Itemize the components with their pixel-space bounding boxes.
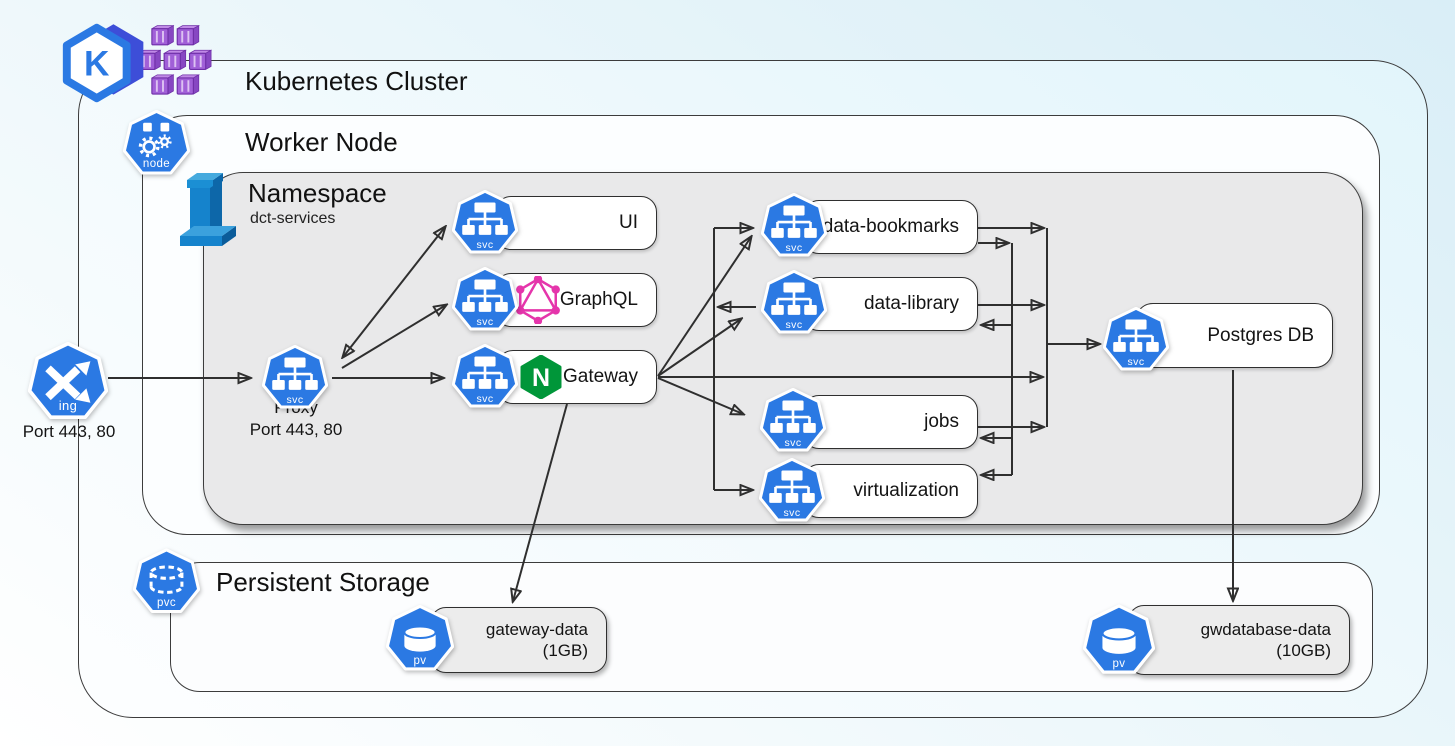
service-box-ui: UI <box>495 196 657 250</box>
service-label-data-bookmarks: data-bookmarks <box>822 216 959 237</box>
graphql-svc-icon: svc <box>452 267 518 333</box>
service-label-data-library: data-library <box>863 293 959 314</box>
svc-badge: svc <box>783 507 801 519</box>
service-box-virtualization: virtualization <box>803 464 978 518</box>
svc-badge: svc <box>1127 356 1145 368</box>
svc-badge: svc <box>476 316 494 328</box>
service-label-postgres: Postgres DB <box>1207 324 1314 346</box>
cluster-title: Kubernetes Cluster <box>245 66 468 96</box>
ingress-ports-label: Port 443, 80 <box>22 422 116 441</box>
gateway-svc-icon: svc <box>452 344 518 410</box>
ingress-badge: ing <box>58 398 78 413</box>
pvc-badge: pvc <box>156 597 177 609</box>
graphql-logo-icon <box>514 276 562 324</box>
pv-badge: pv <box>413 655 427 667</box>
volume-box-gwdatabase-data: gwdatabase-data (10GB) <box>1128 605 1350 675</box>
svc-badge: svc <box>476 393 494 405</box>
service-box-postgres: Postgres DB <box>1135 303 1333 368</box>
pv-icon-gateway-data: pv <box>386 604 454 674</box>
svc-badge: svc <box>785 242 803 254</box>
service-box-jobs: jobs <box>803 395 978 449</box>
namespace-icon <box>178 170 238 262</box>
kubernetes-logo-icon: K <box>58 18 146 108</box>
volume-name-gwdatabase-data: gwdatabase-data <box>1200 620 1331 639</box>
ui-svc-icon: svc <box>452 190 518 256</box>
volume-size-gwdatabase-data: (10GB) <box>1276 641 1331 660</box>
svc-badge: svc <box>286 394 304 406</box>
ingress-icon: ing <box>28 342 108 422</box>
namespace-title: Namespace <box>248 178 387 208</box>
node-badge: node <box>142 158 171 170</box>
pv-badge: pv <box>1112 658 1126 670</box>
service-label-ui: UI <box>619 212 638 233</box>
svc-badge: svc <box>785 319 803 331</box>
library-svc-icon: svc <box>761 270 827 336</box>
service-label-graphql: GraphQL <box>559 289 638 310</box>
pvc-icon: pvc <box>133 548 200 616</box>
nginx-logo-icon: N <box>519 355 563 399</box>
svc-badge: svc <box>784 437 802 449</box>
kubernetes-letter: K <box>84 44 110 83</box>
jobs-svc-icon: svc <box>760 388 826 454</box>
service-label-virtualization: virtualization <box>853 480 959 501</box>
virtualization-svc-icon: svc <box>759 458 825 524</box>
storage-title: Persistent Storage <box>216 567 430 597</box>
proxy-svc-icon: svc <box>262 345 328 411</box>
nginx-letter: N <box>532 364 550 392</box>
svc-badge: svc <box>476 239 494 251</box>
volume-name-gateway-data: gateway-data <box>485 620 588 639</box>
pv-icon-gwdatabase-data: pv <box>1083 604 1155 677</box>
service-label-jobs: jobs <box>924 411 959 432</box>
worker-node-title: Worker Node <box>245 127 398 157</box>
volume-size-gateway-data: (1GB) <box>542 641 588 660</box>
volume-box-gateway-data: gateway-data (1GB) <box>430 607 607 673</box>
proxy-ports-label: Port 443, 80 <box>249 420 343 439</box>
service-label-gateway: Gateway <box>563 366 638 387</box>
service-box-data-library: data-library <box>803 277 978 331</box>
postgres-svc-icon: svc <box>1103 307 1169 373</box>
namespace-name: dct-services <box>250 210 336 227</box>
containers-icon <box>138 20 218 102</box>
service-box-data-bookmarks: data-bookmarks <box>803 200 978 254</box>
node-icon: node <box>123 110 190 177</box>
bookmarks-svc-icon: svc <box>761 193 827 259</box>
service-box-graphql: GraphQL <box>495 273 657 327</box>
